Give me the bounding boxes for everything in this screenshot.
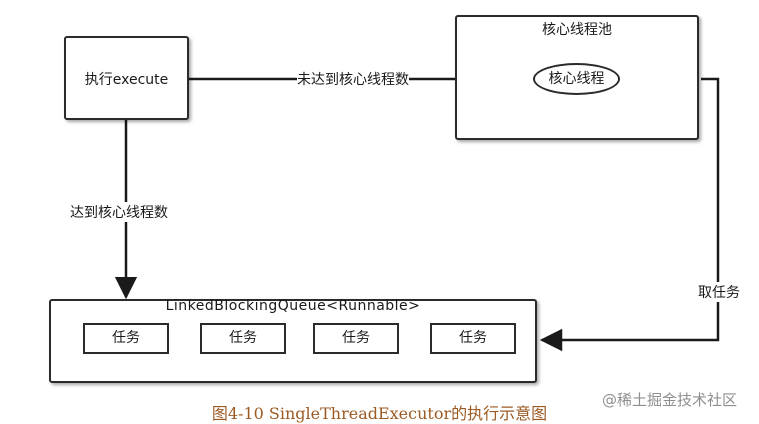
task-box: 任务 <box>313 323 399 354</box>
watermark: @稀土掘金技术社区 <box>602 391 738 409</box>
task-box: 任务 <box>200 323 286 354</box>
execute-box: 执行execute <box>64 36 189 120</box>
core-thread-ellipse: 核心线程 <box>533 63 620 95</box>
task-box: 任务 <box>430 323 516 354</box>
execute-label: 执行execute <box>84 72 169 88</box>
linked-blocking-queue-box: LinkedBlockingQueue<Runnable> 任务 任务 任务 任… <box>49 298 537 383</box>
figure-caption: 图4-10 SingleThreadExecutor的执行示意图 <box>211 404 548 423</box>
edge-label-take-task: 取任务 <box>698 282 740 302</box>
edge-label-reached: 达到核心线程数 <box>70 202 168 222</box>
arrow-take-task <box>539 77 720 352</box>
task-box: 任务 <box>83 323 169 354</box>
edge-label-not-reached: 未达到核心线程数 <box>297 69 409 89</box>
core-thread-pool-box: 核心线程池 核心线程 <box>455 15 699 140</box>
queue-title: LinkedBlockingQueue<Runnable> <box>165 298 421 314</box>
core-thread-pool-title: 核心线程池 <box>542 22 612 38</box>
